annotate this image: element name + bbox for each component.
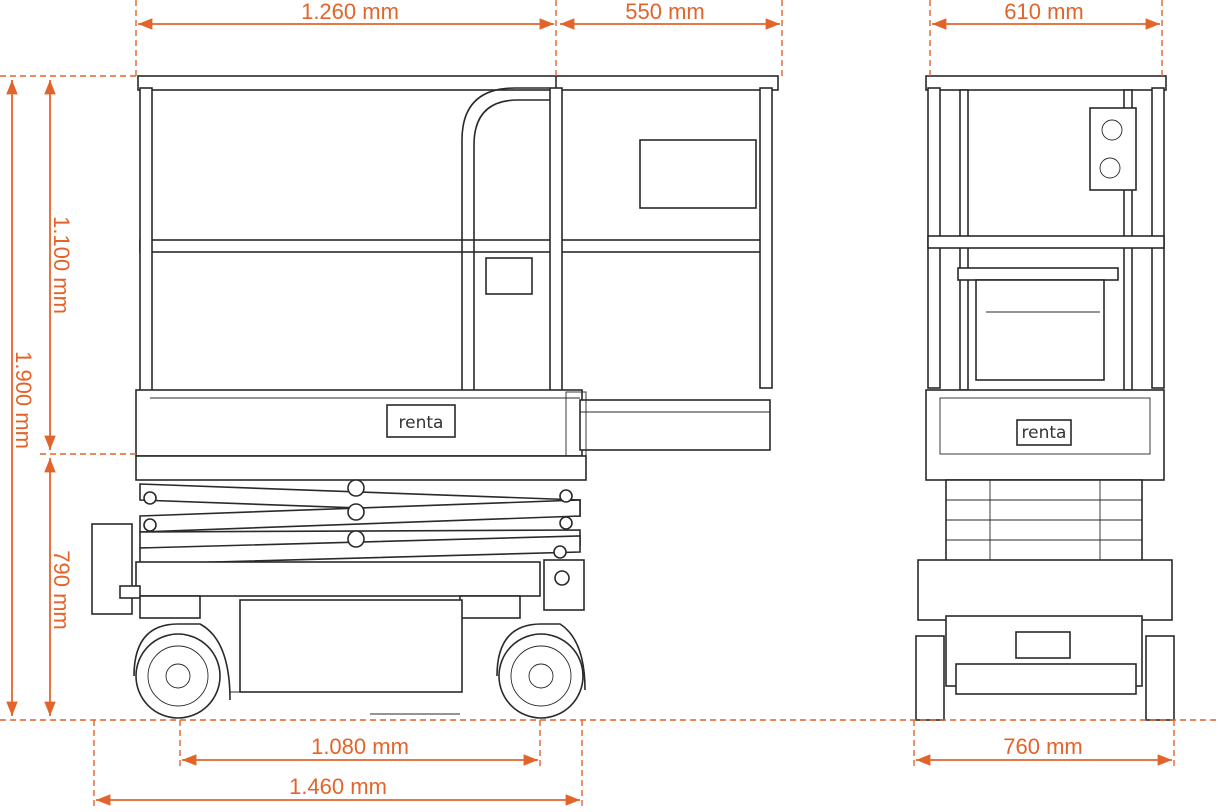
front-logo: renta — [1016, 419, 1072, 446]
dim-wheelbase: 1.080 mm — [311, 734, 409, 759]
dim-platform-width: 610 mm — [1004, 0, 1083, 24]
svg-text:renta: renta — [399, 413, 444, 433]
side-view: renta — [91, 75, 779, 719]
dim-extension-length: 550 mm — [625, 0, 704, 24]
dim-total-height: 1.900 mm — [11, 351, 36, 449]
front-wheel — [498, 633, 584, 719]
dimension-labels: 1.260 mm 550 mm 610 mm 1.100 mm 1.900 mm… — [11, 0, 1084, 799]
dim-overall-length: 1.460 mm — [289, 774, 387, 799]
svg-text:renta: renta — [1022, 423, 1067, 443]
dim-platform-length: 1.260 mm — [301, 0, 399, 24]
dim-guardrail-height: 1.100 mm — [49, 216, 74, 314]
side-logo: renta — [386, 404, 456, 438]
rear-wheel — [135, 633, 221, 719]
front-view: renta — [915, 75, 1175, 721]
dim-overall-width: 760 mm — [1003, 734, 1082, 759]
dim-platform-height: 790 mm — [49, 550, 74, 629]
